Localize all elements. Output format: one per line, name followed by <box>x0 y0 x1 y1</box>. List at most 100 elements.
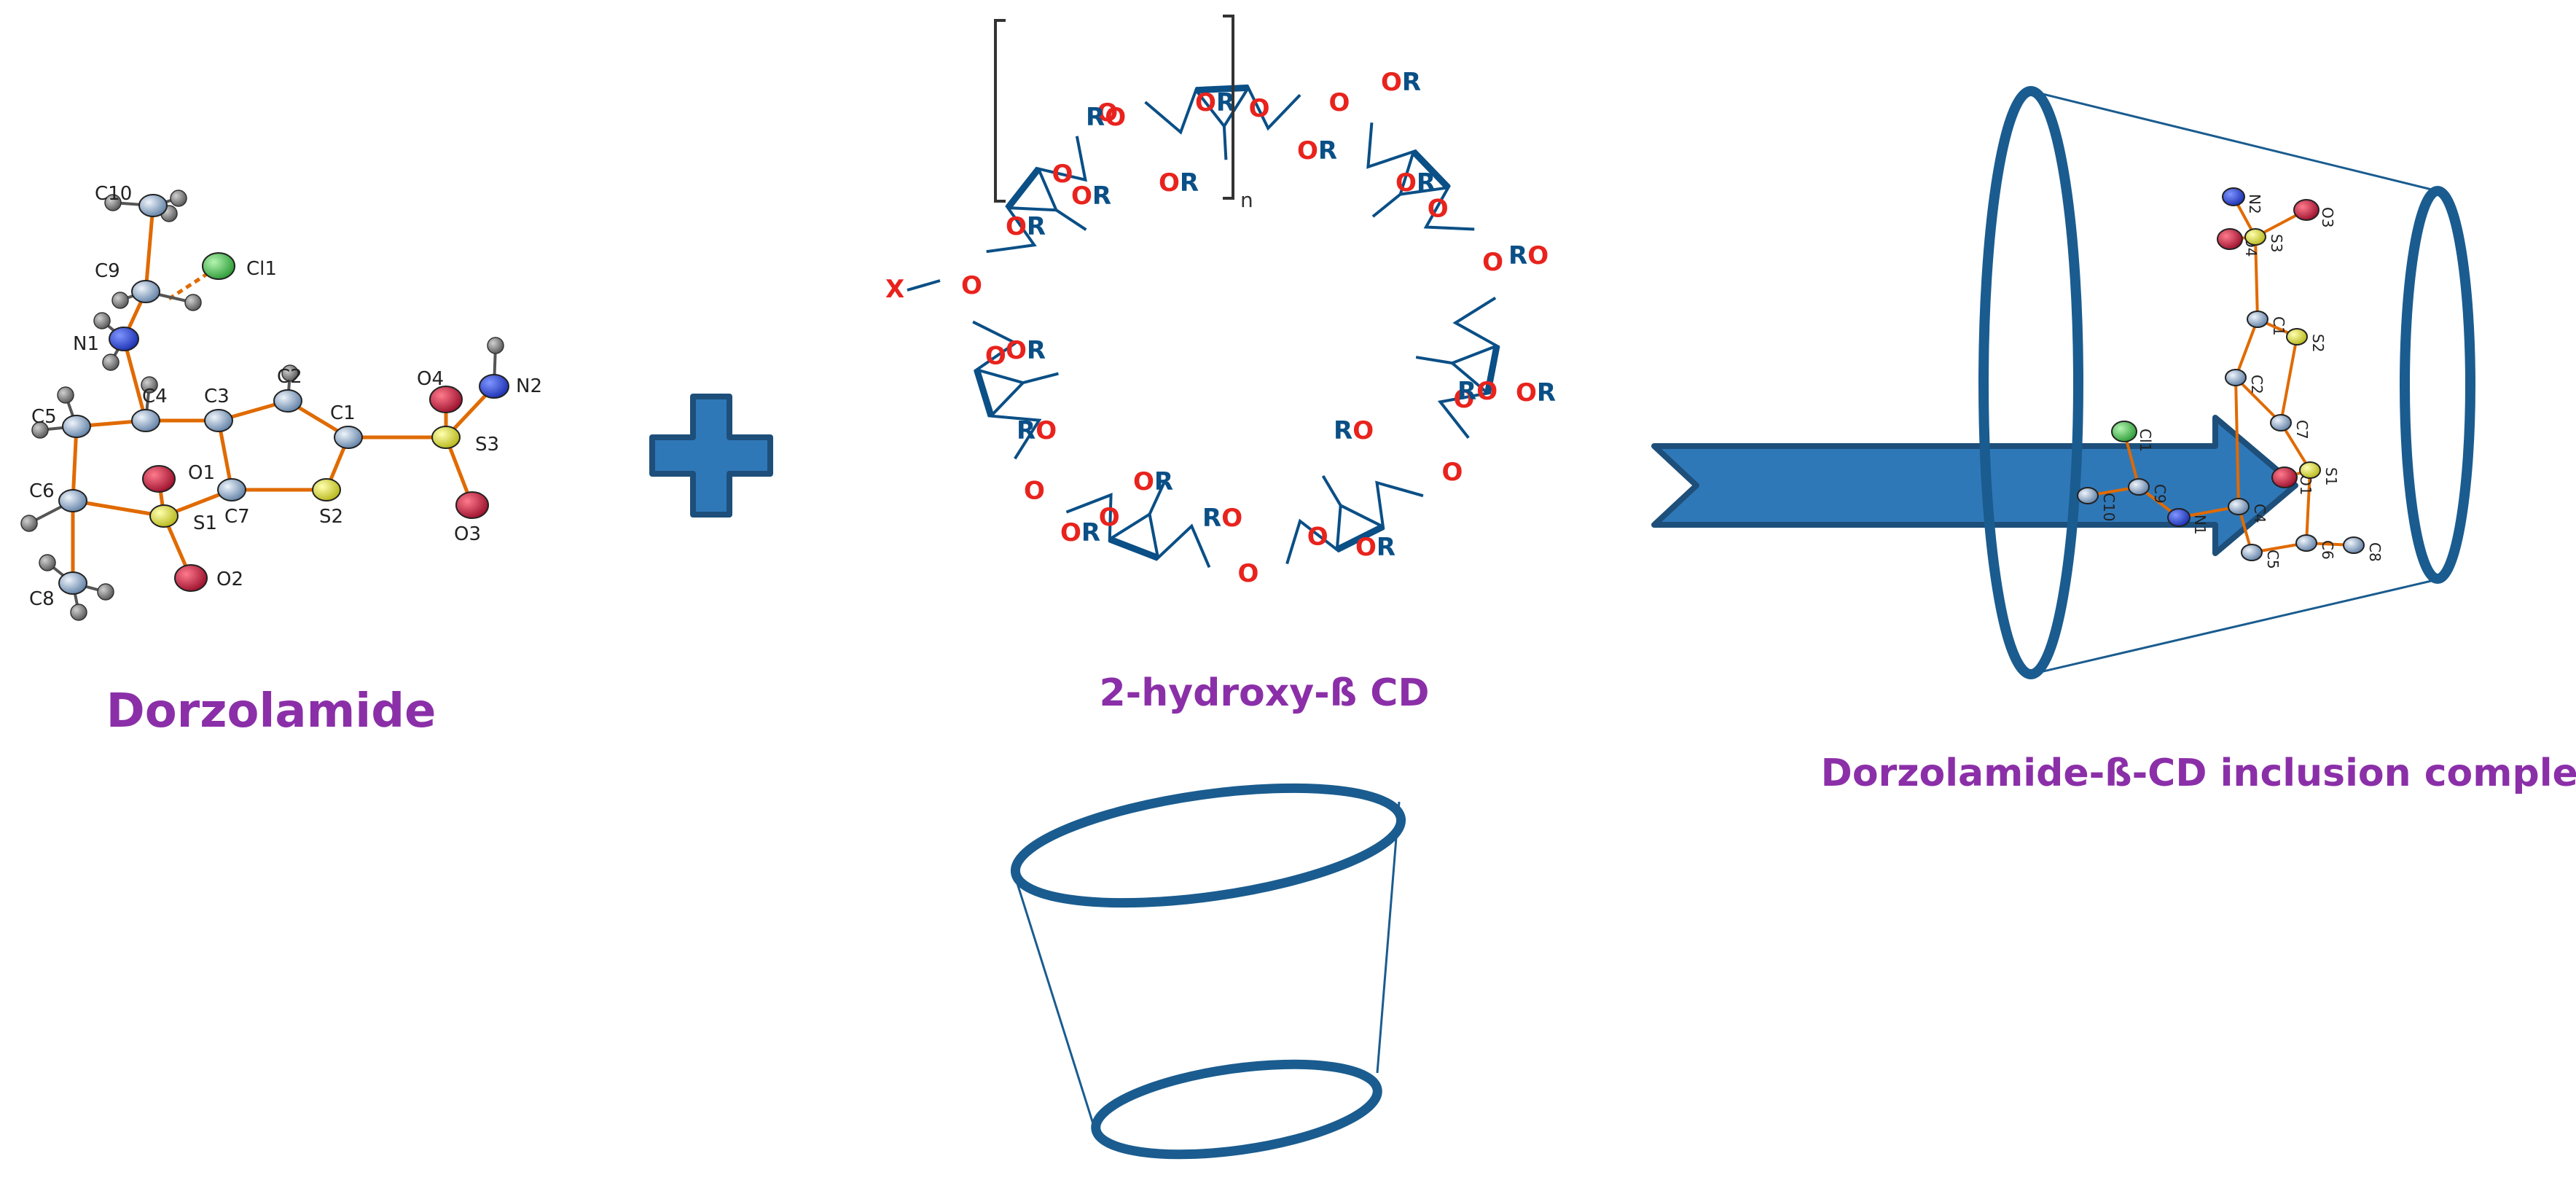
atom-label: S3 <box>2268 234 2285 252</box>
atom-sphere <box>479 374 509 399</box>
atom-label: C6 <box>2319 540 2336 560</box>
atom-label: N2 <box>516 375 542 397</box>
atom-sphere <box>2247 311 2268 328</box>
atom-sphere <box>2222 187 2245 206</box>
hydrogen-bond <box>168 269 213 301</box>
atom-label: C8 <box>29 588 55 610</box>
atom-sphere <box>174 564 208 592</box>
atom-c5: C5 <box>31 406 91 438</box>
ring-oxygen: O <box>1307 522 1328 551</box>
hydrogen-atom <box>97 583 114 601</box>
atom-sphere <box>109 327 139 351</box>
atom-label: N1 <box>2191 515 2209 535</box>
bond <box>2234 319 2259 378</box>
atom-label: S2 <box>2309 334 2327 352</box>
hydroxypropyl-substituent: RO <box>1017 416 1057 445</box>
atom-sphere <box>2286 328 2308 345</box>
bond <box>2234 376 2282 424</box>
atom-label: C1 <box>330 402 356 424</box>
plus-sign-icon <box>649 394 773 518</box>
atom-sphere <box>142 465 176 493</box>
glucose-edge <box>1005 166 1041 210</box>
atom-o3: O3 <box>454 491 489 545</box>
atom-sphere <box>202 252 235 280</box>
atom-label: Cl1 <box>2137 429 2154 452</box>
glycosidic-oxygen: O <box>1441 458 1463 487</box>
atom-c10: C10 <box>95 183 168 217</box>
hydrogen-atom <box>20 515 38 532</box>
atom-sphere <box>2343 536 2365 554</box>
hydroxypropyl-substituent: OR <box>1159 168 1199 198</box>
hydroxypropyl-substituent: OR <box>1516 378 1556 407</box>
atom-sphere <box>2217 228 2243 250</box>
atom-o2: O2 <box>174 564 243 592</box>
complex-atom-c5: C5 <box>2241 544 2282 569</box>
atom-label: Cl1 <box>246 258 277 280</box>
glucose-edge <box>974 368 995 418</box>
atom-sphere <box>2295 534 2317 552</box>
complex-atom-s2: S2 <box>2286 328 2327 352</box>
inclusion-complex-caption: Dorzolamide-ß-CD inclusion complex <box>1821 751 2576 795</box>
atom-label: S1 <box>2322 467 2340 485</box>
atom-label: C4 <box>142 386 168 407</box>
atom-sphere <box>2111 421 2137 442</box>
hydrogen-atom <box>281 364 299 382</box>
atom-label: S2 <box>319 506 343 528</box>
bond <box>71 426 79 501</box>
glucose-unit <box>1437 296 1500 439</box>
hydrogen-atom <box>39 554 56 571</box>
atom-label: C9 <box>95 260 120 282</box>
hydrogen-atom <box>93 312 111 329</box>
complex-atom-cl1: Cl1 <box>2111 421 2154 452</box>
atom-label: C7 <box>2293 420 2311 440</box>
ring-oxygen: O <box>1249 94 1270 123</box>
inclusion-complex-cone <box>1978 86 2475 679</box>
complex-atom-c1: C1 <box>2247 311 2287 336</box>
atom-label: O2 <box>216 569 243 590</box>
hydrogen-atom <box>102 354 120 371</box>
ring-oxygen: O <box>1453 385 1474 414</box>
ring-oxygen: O <box>985 342 1006 371</box>
repeat-count-label: n <box>1240 188 1253 212</box>
glucose-bond <box>1022 372 1059 385</box>
cyclodextrin-cone-icon <box>1010 783 1406 1160</box>
atom-c1: C1 <box>330 402 363 449</box>
complex-atom-n2: N2 <box>2222 187 2263 214</box>
dorzolamide-caption: Dorzolamide <box>106 684 436 738</box>
atom-sphere <box>58 489 87 512</box>
bond <box>2254 236 2259 320</box>
atom-label: S1 <box>193 512 217 534</box>
x-substituent: X <box>885 275 904 304</box>
complex-atom-c9: C9 <box>2128 478 2169 504</box>
glucose-bond <box>1148 483 1165 515</box>
atom-sphere <box>2225 369 2247 386</box>
atom-sphere <box>431 426 461 449</box>
hydroxypropyl-substituent: OR <box>1006 212 1046 241</box>
atom-sphere <box>2077 487 2099 504</box>
ring-oxygen: O <box>1428 194 1449 223</box>
glycosidic-oxygen: O <box>1024 476 1045 505</box>
complex-atom-c8: C8 <box>2343 536 2384 562</box>
atom-label: C7 <box>224 506 250 528</box>
hydrogen-atom <box>70 604 87 621</box>
atom-c7: C7 <box>217 478 250 528</box>
hydroxypropyl-substituent: OR <box>1071 181 1111 211</box>
glucose-bond <box>1055 208 1087 231</box>
atom-sphere <box>334 426 363 449</box>
atom-s3: S3 <box>431 426 499 456</box>
atom-n2: N2 <box>479 374 542 399</box>
atom-sphere <box>204 409 233 432</box>
glycosidic-oxygen: O <box>1482 248 1503 277</box>
atom-sphere <box>312 478 341 501</box>
cyclodextrin-caption: 2-hydroxy-ß CD <box>1099 671 1429 715</box>
atom-label: C1 <box>2270 316 2287 336</box>
atom-sphere <box>2244 228 2266 246</box>
hydrogen-atom <box>57 386 74 404</box>
complex-atom-c6: C6 <box>2295 534 2336 560</box>
atom-label: C10 <box>2100 493 2118 521</box>
bond <box>144 205 155 292</box>
atom-c4: C4 <box>131 386 168 432</box>
complex-atom-s3: S3 <box>2244 228 2285 252</box>
atom-sphere <box>131 280 160 303</box>
